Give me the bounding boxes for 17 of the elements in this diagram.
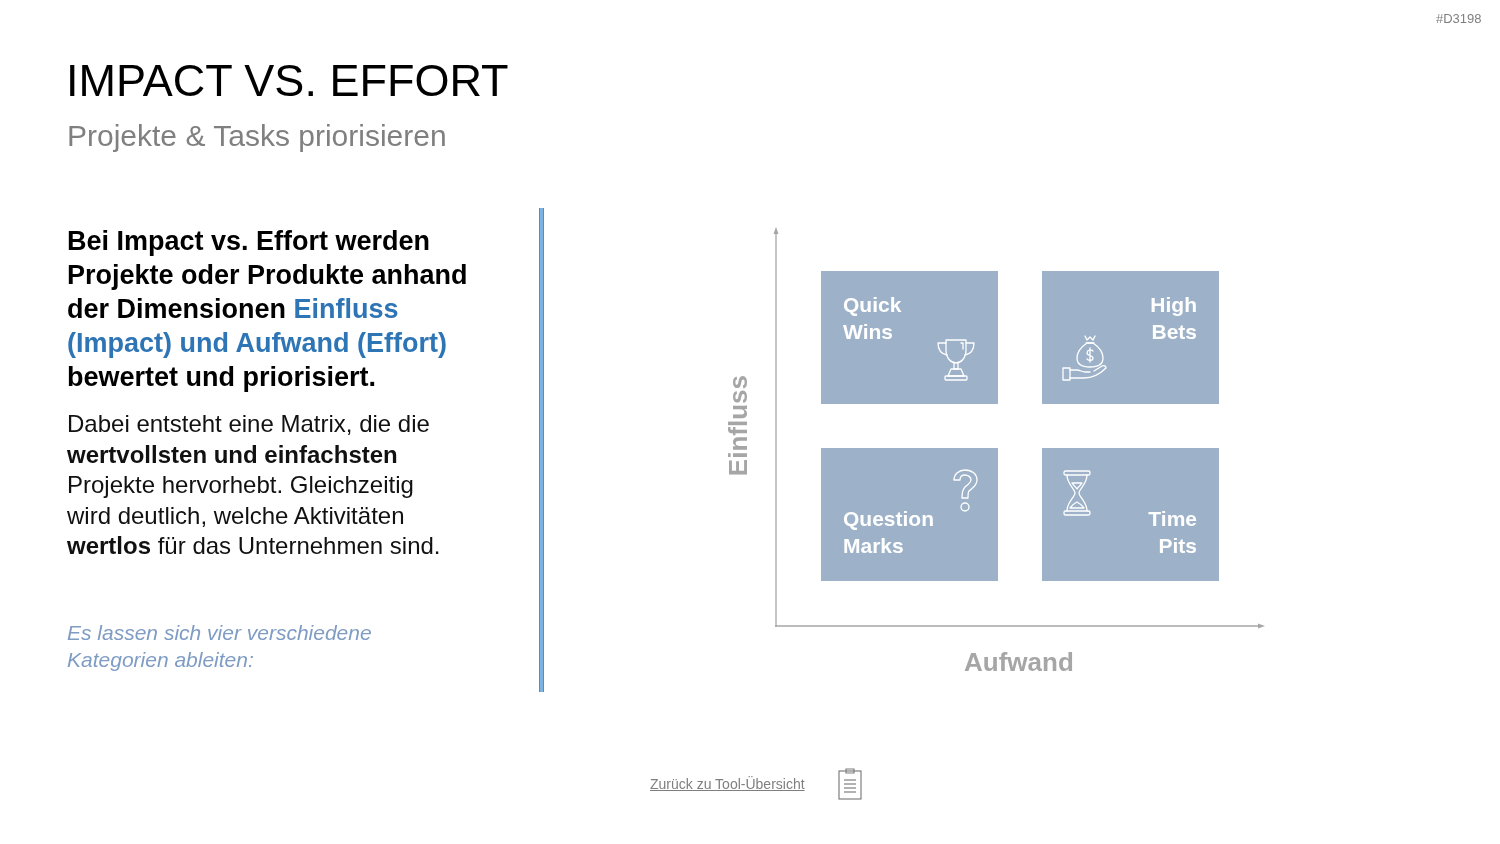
note-text: Es lassen sich vier verschiedene Kategorien ableiten: <box>67 620 373 673</box>
slide-code: #D3198 <box>1436 11 1482 27</box>
quadrant-box <box>821 271 998 404</box>
slide-title: IMPACT VS. EFFORT <box>66 54 509 108</box>
quadrant-box <box>821 448 998 581</box>
quadrant-label: Question Marks <box>843 506 934 559</box>
intro-paragraph: Bei Impact vs. Effort werden Projekte oder Produkte anhand der Dimensionen Einfluss (Impact) und Aufwand (Effort) bewertet und priorisiert. <box>67 225 469 394</box>
quadrant-label: Quick Wins <box>843 292 902 345</box>
back-link: Zurück zu Tool-Übersicht <box>650 775 805 793</box>
quadrant-box <box>1042 271 1219 404</box>
quadrant-label: High Bets <box>1150 292 1197 345</box>
quadrant-label: Time Pits <box>1148 506 1197 559</box>
axis-title: Einfluss <box>723 374 753 476</box>
subtitle: Projekte & Tasks priorisieren <box>67 118 447 154</box>
body-paragraph: Dabei entsteht eine Matrix, die die wertvollsten und einfachsten Projekte hervorhebt. Gleichzeitig wird deutlich, welche Aktivitäten wertlos für das Unternehmen sind. <box>67 409 442 561</box>
quadrant-box <box>1042 448 1219 581</box>
axis-title: Aufwand <box>964 647 1074 677</box>
